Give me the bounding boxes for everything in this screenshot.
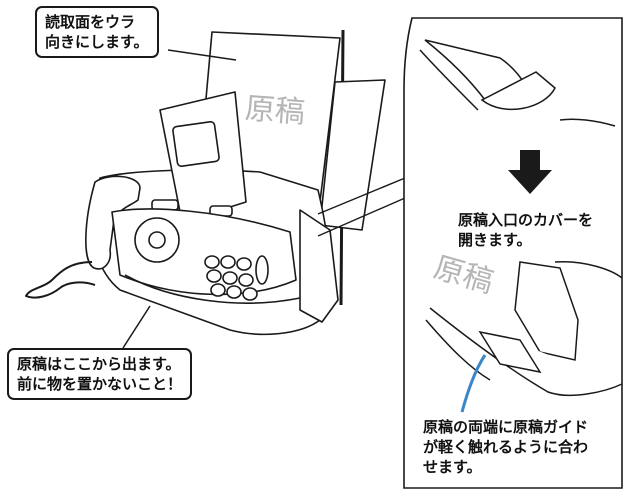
document-label: 原稿	[244, 91, 306, 130]
fax-machine	[25, 29, 386, 336]
label-line: せます。	[423, 458, 482, 476]
paper-support	[319, 79, 386, 231]
inset-bottom-closeup	[425, 261, 623, 397]
label-open-cover: 原稿入口のカバーを 開きます。	[458, 210, 593, 250]
handset-cord	[25, 261, 96, 299]
callout-output-warning: 原稿はここから出ます。 前に物を置かないこと！	[7, 348, 193, 400]
label-adjust-guides: 原稿の両端に原稿ガイド が軽く触れるように合わ せます。	[423, 417, 588, 477]
label-line: 原稿入口のカバーを	[458, 211, 594, 229]
lcd-screen	[172, 120, 220, 168]
callout-flip-paper: 読取面をウラ 向きにします。	[35, 6, 159, 58]
label-line: 開きます。	[458, 231, 532, 249]
zoom-connector	[317, 177, 406, 237]
callout-line: 前に物を置かないこと！	[17, 375, 183, 393]
side-housing	[299, 209, 339, 323]
callout-line: 向きにします。	[45, 33, 149, 51]
leader-lines	[122, 49, 237, 349]
cursor-pad-center	[148, 231, 166, 249]
callout-line: 原稿はここから出ます。	[17, 355, 181, 373]
callout-line: 読取面をウラ	[45, 13, 136, 31]
inset-top-closeup	[419, 39, 616, 127]
guide-pointer	[460, 354, 487, 413]
down-arrow-icon	[508, 150, 552, 194]
output-slot	[124, 274, 301, 304]
keypad	[204, 255, 269, 301]
label-line: が軽く触れるように合わ	[423, 438, 589, 456]
label-line: 原稿の両端に原稿ガイド	[423, 418, 589, 436]
